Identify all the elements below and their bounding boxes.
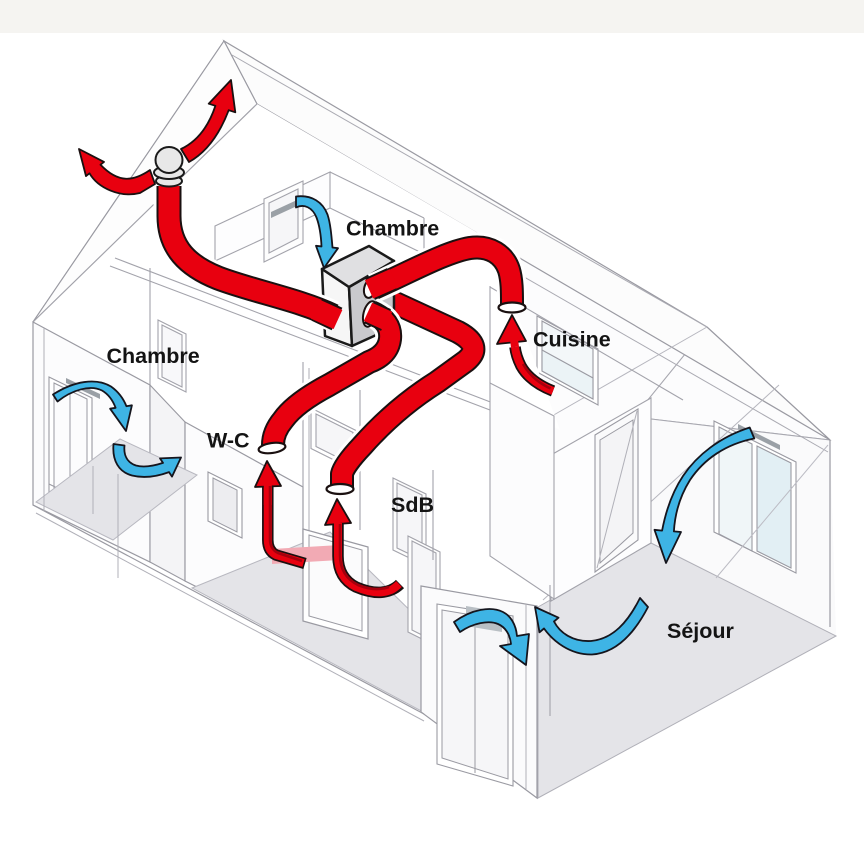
- svg-text:Chambre: Chambre: [346, 217, 439, 241]
- svg-text:Cuisine: Cuisine: [533, 328, 611, 352]
- svg-text:Chambre: Chambre: [107, 344, 200, 368]
- svg-text:SdB: SdB: [391, 493, 434, 517]
- svg-text:W-C: W-C: [207, 429, 250, 453]
- svg-text:Séjour: Séjour: [667, 619, 735, 643]
